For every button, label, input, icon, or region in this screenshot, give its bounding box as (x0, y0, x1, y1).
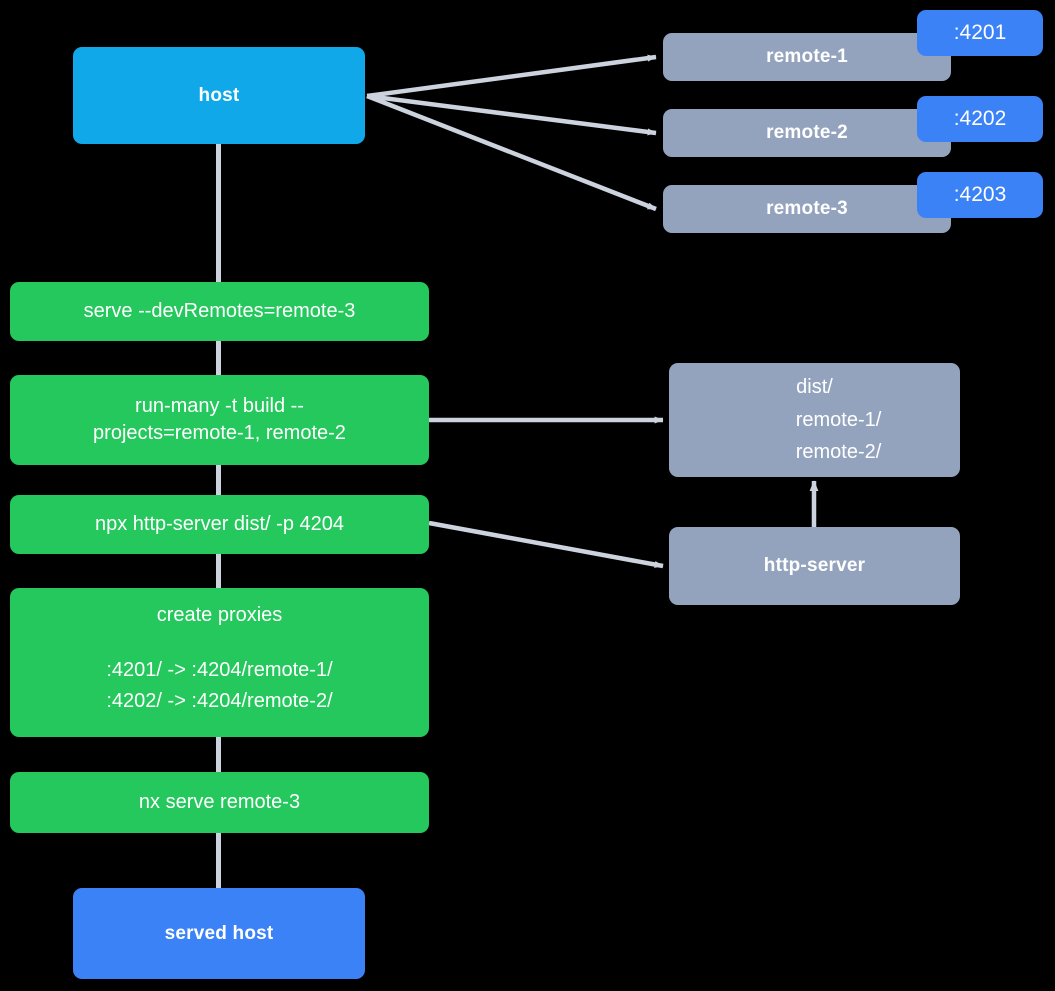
edge-host-to-remote-3 (366, 93, 657, 212)
edge-host-to-remotes (366, 54, 657, 212)
node-remote-1[interactable]: remote-1 (663, 33, 951, 81)
dist-child-remote-2: remote-2/ (795, 441, 882, 464)
port-badge-remote-3[interactable]: :4203 (917, 172, 1043, 218)
command-create-proxies-title: create proxies (156, 604, 283, 626)
node-http-server[interactable]: http-server (669, 527, 960, 605)
port-badge-remote-1[interactable]: :4201 (917, 10, 1043, 56)
node-remote-3-label: remote-3 (766, 198, 848, 220)
command-create-proxies[interactable]: create proxies :4201/ -> :4204/remote-1/… (10, 588, 429, 737)
node-host-label: host (198, 84, 240, 106)
command-serve-dev-remotes[interactable]: serve --devRemotes=remote-3 (10, 282, 429, 341)
command-run-many-line-1: run-many -t build -- (135, 395, 304, 418)
node-http-server-label: http-server (763, 555, 866, 577)
command-run-many-line-2: projects=remote-1, remote-2 (93, 422, 346, 444)
port-badge-remote-3-label: :4203 (953, 183, 1007, 207)
node-dist-folder[interactable]: dist/ remote-1/ remote-2/ (669, 363, 960, 477)
command-npx-http-server-label: npx http-server dist/ -p 4204 (94, 513, 344, 536)
node-remote-2-label: remote-2 (766, 122, 848, 144)
port-badge-remote-2[interactable]: :4202 (917, 96, 1043, 142)
node-host[interactable]: host (73, 47, 365, 144)
port-badge-remote-1-label: :4201 (953, 21, 1007, 45)
dist-child-remote-1: remote-1/ (795, 408, 882, 431)
edge-npx-to-http-server (428, 520, 664, 569)
node-served-host-label: served host (164, 922, 274, 944)
node-remote-3[interactable]: remote-3 (663, 185, 951, 233)
edge-host-to-remote-2 (366, 93, 657, 136)
port-badge-remote-2-label: :4202 (953, 107, 1007, 131)
edge-host-to-remote-1 (366, 54, 657, 99)
node-served-host[interactable]: served host (73, 888, 365, 979)
command-nx-serve-remote-3-label: nx serve remote-3 (138, 791, 301, 814)
node-remote-2[interactable]: remote-2 (663, 109, 951, 157)
command-create-proxies-mapping-1: :4201/ -> :4204/remote-1/ (106, 658, 333, 681)
command-create-proxies-mapping-2: :4202/ -> :4204/remote-2/ (106, 689, 333, 712)
node-remote-1-label: remote-1 (766, 46, 848, 68)
command-npx-http-server[interactable]: npx http-server dist/ -p 4204 (10, 495, 429, 554)
command-run-many[interactable]: run-many -t build -- projects=remote-1, … (10, 375, 429, 465)
dist-root-label: dist/ (796, 376, 833, 399)
command-nx-serve-remote-3[interactable]: nx serve remote-3 (10, 772, 429, 833)
command-serve-dev-remotes-label: serve --devRemotes=remote-3 (83, 300, 356, 323)
